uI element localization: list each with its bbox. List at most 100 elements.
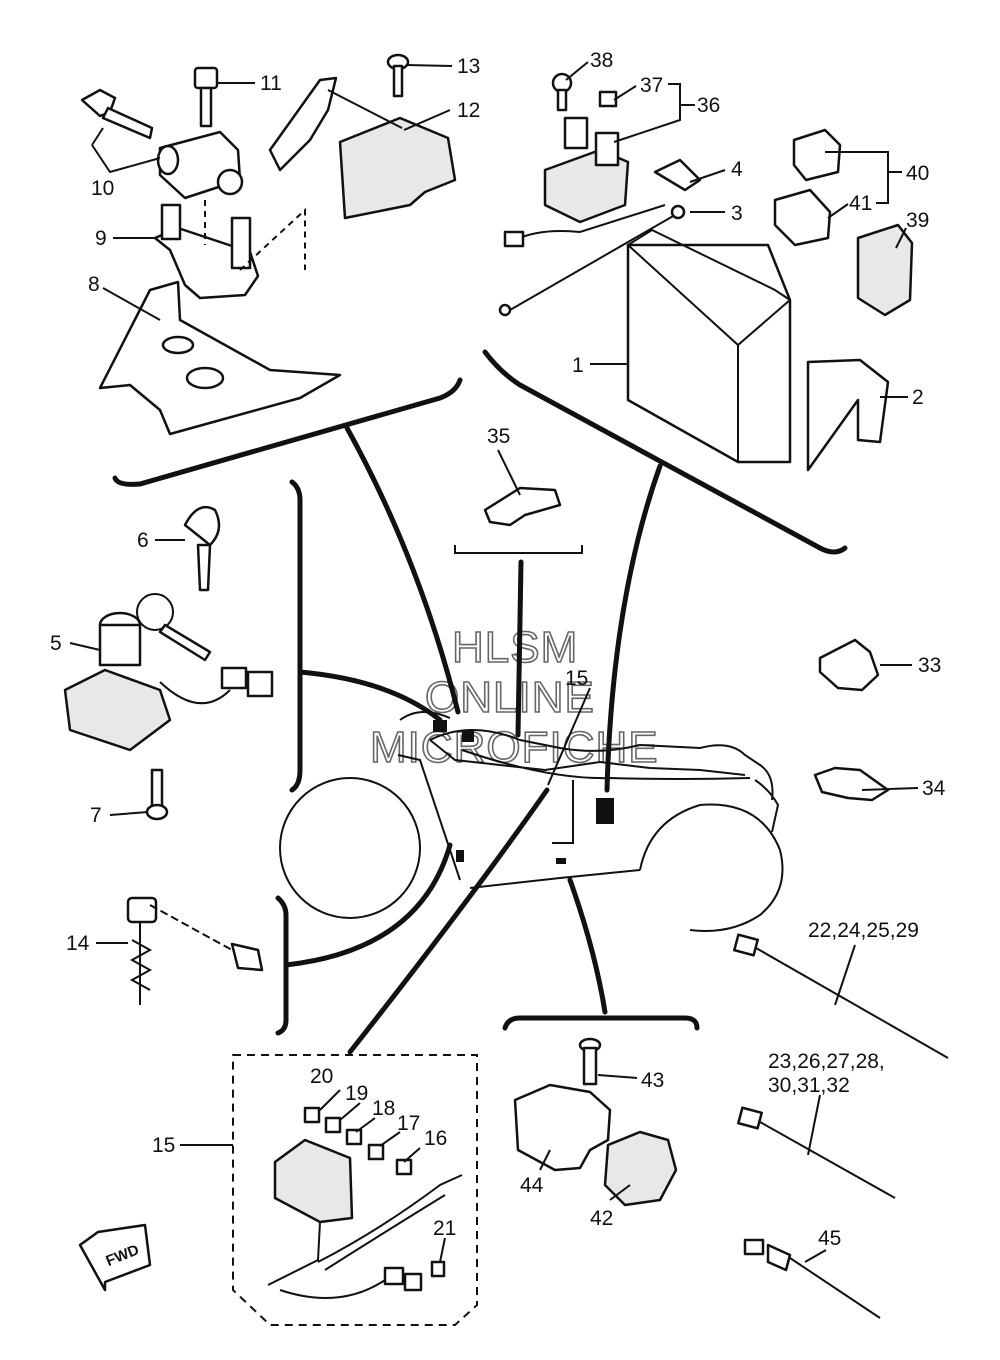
steering-cover-icon <box>268 76 457 220</box>
bolt-icon <box>578 1037 602 1086</box>
callout-3: 3 <box>731 202 743 225</box>
bracket-battery-group <box>482 349 848 555</box>
connector-icon <box>403 1272 423 1292</box>
fuse-icon <box>324 1116 342 1134</box>
callout-10: 10 <box>91 177 114 200</box>
control-unit-icon <box>856 223 914 317</box>
relay-bracket-assembly <box>513 1037 678 1207</box>
callout-9: 9 <box>95 227 107 250</box>
frame-top <box>429 729 774 801</box>
callout-12: 12 <box>457 99 480 122</box>
callout-41: 41 <box>849 192 872 215</box>
ignition-switch-icon <box>63 593 274 752</box>
callout-44: 44 <box>520 1174 544 1197</box>
harness-box-outline <box>232 1054 478 1326</box>
callout-22-24-25-29: 22,24,25,29 <box>808 919 919 942</box>
wire-harness-route <box>461 749 751 780</box>
steering-mark-1 <box>433 720 447 732</box>
handlebar <box>399 711 451 721</box>
wire-harness-box <box>232 1054 478 1326</box>
battery-icon <box>626 228 792 464</box>
key-icon <box>80 88 154 140</box>
ignition-assembly <box>63 505 274 821</box>
callout-7: 7 <box>90 804 102 827</box>
connector-icon <box>383 1266 405 1286</box>
cover-icon <box>513 1083 612 1172</box>
motorcycle-silhouette <box>279 711 784 932</box>
steering-assembly <box>80 53 457 436</box>
rear-wheel <box>639 803 784 932</box>
cable-tie-icon <box>733 933 949 1059</box>
bracket-steering-group <box>112 377 463 487</box>
callout-37: 37 <box>640 74 663 97</box>
callout-23-26-27-28: 23,26,27,28, <box>768 1050 885 1073</box>
callout-2: 2 <box>912 386 924 409</box>
line-to-steering <box>344 425 461 715</box>
bracket-relay-group <box>502 1015 700 1031</box>
callout-21: 21 <box>433 1217 456 1240</box>
battery-assembly <box>498 72 914 472</box>
relay-icon <box>792 128 842 182</box>
relay-socket-icon <box>773 188 832 247</box>
clamp-icon <box>483 486 562 527</box>
steering-bracket-icon <box>153 203 260 300</box>
group-brackets <box>112 349 848 1036</box>
callout-40: 40 <box>906 162 929 185</box>
callout-45: 45 <box>818 1227 841 1250</box>
bracket-ignition-group <box>289 479 303 793</box>
callout-43: 43 <box>641 1069 664 1092</box>
callout-leaders <box>69 61 919 1263</box>
connector-icon <box>430 1260 446 1278</box>
callout-5: 5 <box>50 632 62 655</box>
starter-relay-icon <box>543 116 630 224</box>
callout-1: 1 <box>572 354 584 377</box>
screw-icon <box>386 53 410 98</box>
neutral-switch-assembly <box>126 896 264 1005</box>
handle-lock-icon <box>156 130 244 200</box>
callout-42: 42 <box>590 1207 613 1230</box>
battery-lead-icon <box>498 204 686 317</box>
fuse-icon <box>345 1128 363 1146</box>
callout-30-31-32: 30,31,32 <box>768 1074 850 1097</box>
bike-sub-bracket <box>552 780 574 844</box>
connector-lines <box>283 425 663 1055</box>
clamp-icon <box>818 638 880 692</box>
callout-17: 17 <box>397 1112 420 1135</box>
front-wheel <box>279 777 421 919</box>
callout-13: 13 <box>457 55 480 78</box>
fuse-icon <box>367 1143 385 1161</box>
bolt-icon <box>145 768 169 821</box>
key-icon <box>183 505 221 592</box>
bracket-35 <box>454 545 583 554</box>
line-to-35 <box>515 559 524 738</box>
lower-bracket-icon <box>98 280 342 436</box>
callout-16: 16 <box>424 1127 447 1150</box>
bracket-switch-14 <box>275 895 289 1036</box>
callout-36: 36 <box>697 94 720 117</box>
fuse-box-icon <box>273 1138 354 1224</box>
harness-mark-1 <box>456 850 464 862</box>
watermark-line-1: HLSM <box>452 623 578 672</box>
fuse-icon <box>395 1158 413 1176</box>
cable-tie-icon <box>743 1238 881 1319</box>
frame-bottom <box>469 869 641 889</box>
callout-38: 38 <box>590 49 613 72</box>
line-to-harness <box>347 787 550 1055</box>
battery-position-mark <box>596 798 614 824</box>
connector-icon <box>230 942 264 972</box>
line-to-relay <box>567 877 608 1015</box>
front-fork <box>397 754 461 881</box>
callout-6: 6 <box>137 529 149 552</box>
callout-19: 19 <box>345 1082 368 1105</box>
callout-20: 20 <box>310 1065 333 1088</box>
callout-4: 4 <box>731 158 743 181</box>
callout-11: 11 <box>260 72 282 95</box>
callout-34: 34 <box>922 777 946 800</box>
harness-mark-2 <box>556 858 566 864</box>
relay-icon <box>603 1130 678 1207</box>
line-to-switch <box>283 842 453 968</box>
callout-15-bike: 15 <box>565 667 588 690</box>
callout-8: 8 <box>88 273 100 296</box>
rear-fender <box>754 779 780 833</box>
forward-arrow: FWD <box>78 1223 152 1292</box>
